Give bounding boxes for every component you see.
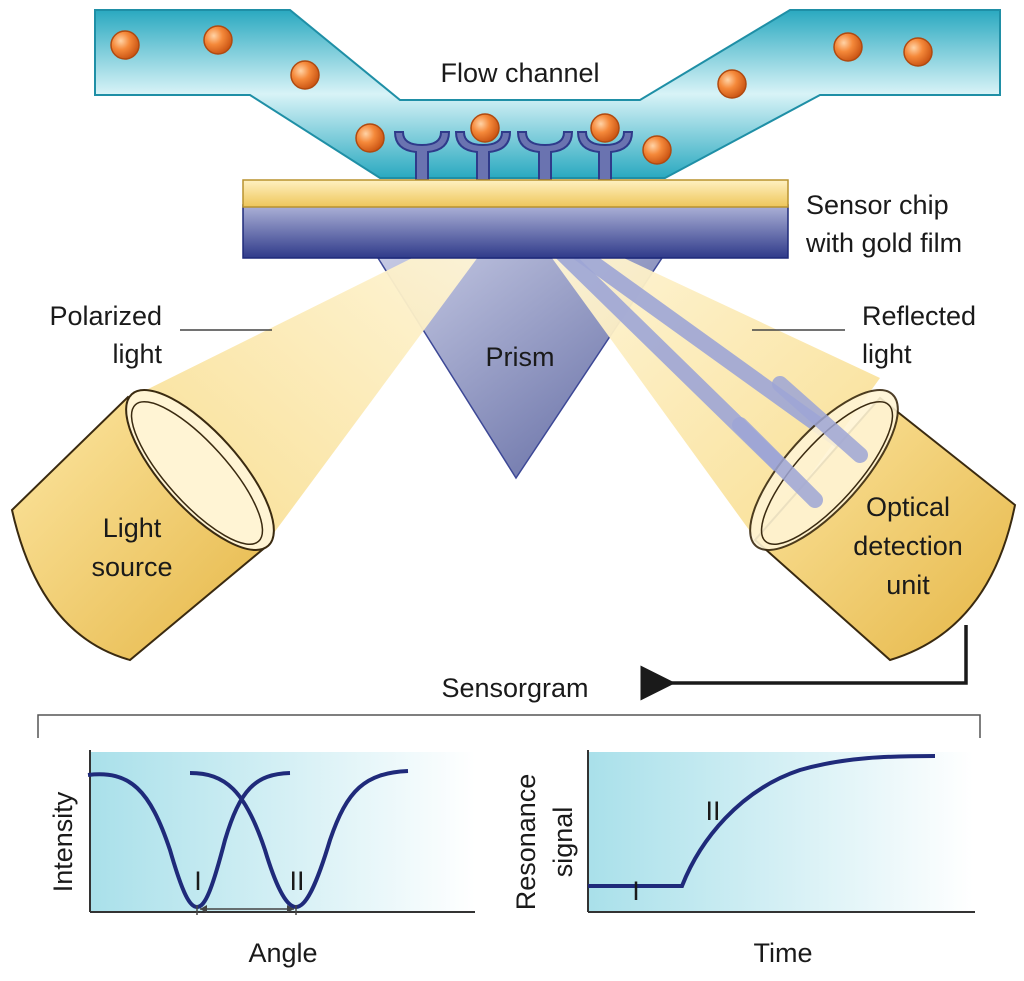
signal-arrow xyxy=(640,625,968,701)
right-plot-mark-i: I xyxy=(632,876,640,906)
polarized-label-1: Polarized xyxy=(49,301,162,331)
left-plot-xlabel: Angle xyxy=(248,938,317,968)
detection-label-3: unit xyxy=(886,570,930,600)
sensor-chip xyxy=(242,179,789,259)
gold-film xyxy=(242,179,789,208)
left-plot-mark-i: I xyxy=(194,866,202,896)
particle xyxy=(642,135,672,165)
right-plot-mark-ii: II xyxy=(705,796,720,826)
sensorgram-label: Sensorgram xyxy=(441,673,588,703)
particle xyxy=(203,25,233,55)
sensor-chip-label-1: Sensor chip xyxy=(806,190,949,220)
particle xyxy=(833,32,863,62)
light-source-cylinder xyxy=(10,389,275,662)
particle xyxy=(590,113,620,143)
ligand xyxy=(516,131,574,181)
immobilized-ligands xyxy=(393,131,634,181)
right-plot-ylabel-2: signal xyxy=(548,807,578,878)
ligand xyxy=(393,131,451,181)
particle xyxy=(903,37,933,67)
particle xyxy=(717,69,747,99)
resonance-time-plot xyxy=(587,750,975,913)
particle xyxy=(470,113,500,143)
intensity-angle-plot xyxy=(87,750,475,915)
right-plot-xlabel: Time xyxy=(754,938,813,968)
chip-base xyxy=(242,204,789,259)
right-plot-ylabel-1: Resonance xyxy=(511,774,541,911)
particle xyxy=(110,30,140,60)
polarized-label-2: light xyxy=(112,339,162,369)
ligand xyxy=(454,131,512,181)
light-source-label-2: source xyxy=(91,552,172,582)
sensor-chip-label-2: with gold film xyxy=(805,228,962,258)
reflected-label-2: light xyxy=(862,339,912,369)
detection-unit-cylinder xyxy=(749,389,1017,662)
flow-channel xyxy=(94,9,1001,179)
flow-channel-label: Flow channel xyxy=(440,58,599,88)
sensorgram-bracket xyxy=(37,714,981,738)
reflected-label-1: Reflected xyxy=(862,301,976,331)
left-plot-ylabel: Intensity xyxy=(48,791,78,892)
response-curve xyxy=(588,754,936,888)
particle xyxy=(290,60,320,90)
detection-label-1: Optical xyxy=(866,492,950,522)
rays-into-detector xyxy=(732,376,868,508)
left-plot-mark-ii: II xyxy=(289,866,304,896)
prism-label: Prism xyxy=(486,342,555,372)
detection-label-2: detection xyxy=(853,531,963,561)
light-source-label-1: Light xyxy=(103,513,162,543)
particle xyxy=(355,123,385,153)
ligand xyxy=(576,131,634,181)
analyte-particles xyxy=(110,25,933,165)
plot-background xyxy=(90,752,475,912)
